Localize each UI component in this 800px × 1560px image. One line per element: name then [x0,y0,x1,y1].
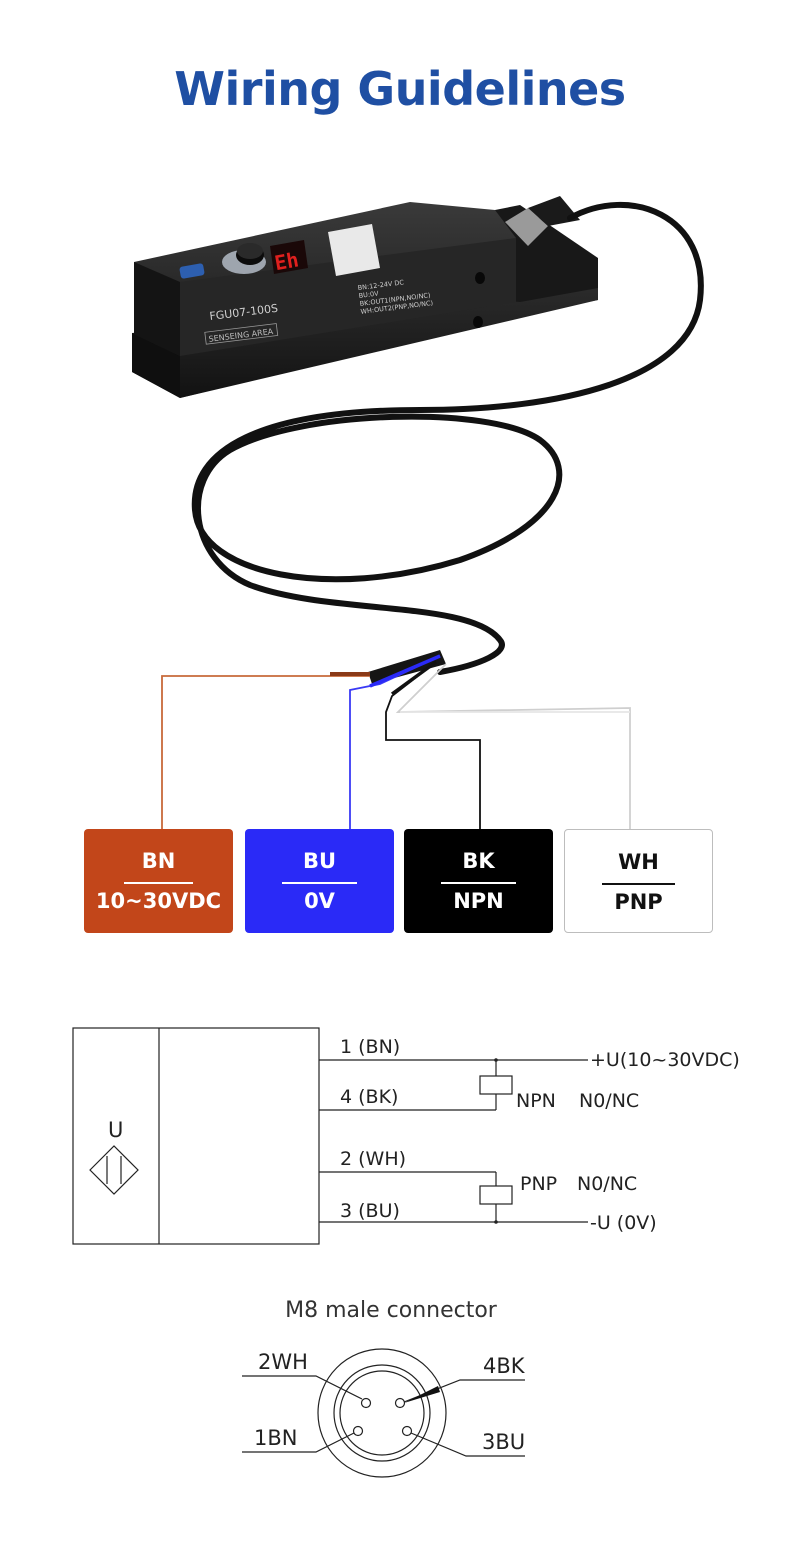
wire-box-blue: BU 0V [245,829,394,933]
brand-logo-icon [179,263,205,279]
pin-3bu-label: 3BU [482,1430,526,1454]
wire-code: WH [618,850,659,874]
pin1-label: 1 (BN) [340,1036,401,1058]
wire-function: 0V [304,889,335,913]
wire-code: BN [141,849,176,873]
npn-load-icon [479,1075,513,1095]
wiring-schematic [72,1027,588,1245]
connector-title: M8 male connector [285,1298,497,1323]
page-title: Wiring Guidelines [174,62,626,116]
wire-function: 10~30VDC [95,889,222,913]
wire-box-brown: BN 10~30VDC [84,829,233,933]
wire-function: NPN [453,889,504,913]
inductive-sensor-symbol-icon [89,1145,139,1195]
sensor-block [72,1027,320,1245]
wire-box-black: BK NPN [404,829,553,933]
sensor-label-panel [328,224,380,276]
pin-2-icon [360,1397,372,1409]
pin-4bk-label: 4BK [483,1354,525,1378]
supply-positive-label: +U(10~30VDC) [590,1049,740,1071]
connector-outer-ring [317,1348,447,1478]
pin-2wh-label: 2WH [258,1350,308,1374]
npn-mode-label: N0/NC [579,1090,640,1112]
npn-label: NPN [516,1090,556,1112]
pnp-load-icon [479,1185,513,1205]
pin4-label: 4 (BK) [340,1086,399,1108]
sensor-spec-line: BU:0V [358,289,379,299]
pin2-label: 2 (WH) [340,1148,407,1170]
m8-connector-pinout [242,1348,525,1478]
supply-negative-label: -U (0V) [590,1212,657,1234]
wire-code: BU [302,849,337,873]
connector-key-icon [404,1386,440,1403]
pnp-label: PNP [520,1173,558,1195]
sensor-symbol-label: U [108,1118,124,1142]
wire-box-white: WH PNP [564,829,713,933]
pin-1-icon [352,1425,364,1437]
m8-connector-plug [505,208,548,246]
pnp-mode-label: N0/NC [577,1173,638,1195]
lead-wires [161,654,631,832]
sensor-display: Eh [273,247,301,275]
sensor-cable [191,201,704,675]
sensor-device: Eh FGU07-100S SENSEING AREA BN:12-24V DC… [132,196,598,398]
wire-function: PNP [614,890,663,914]
wire-code: BK [462,849,495,873]
pin-3-icon [401,1425,413,1437]
pin3-label: 3 (BU) [340,1200,400,1222]
pin-4-icon [394,1397,406,1409]
pin-1bn-label: 1BN [254,1426,298,1450]
